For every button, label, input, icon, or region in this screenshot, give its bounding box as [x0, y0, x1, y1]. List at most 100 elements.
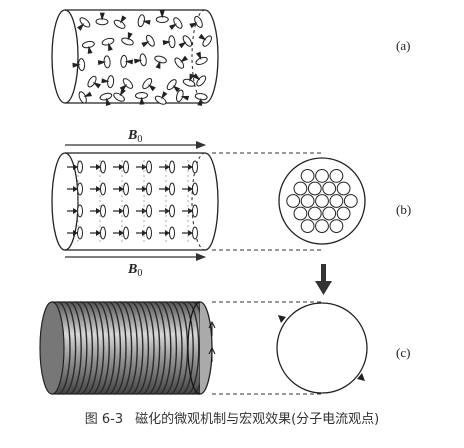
field-label-bottom: B0: [127, 262, 142, 279]
figure-number: 图 6-3: [84, 412, 124, 427]
coil-turn: [102, 301, 116, 395]
molecular-current-loop: [113, 88, 126, 102]
coil-turn: [74, 301, 88, 395]
cross-section-loop: [315, 169, 329, 183]
molecular-current-loop: [155, 10, 169, 24]
cross-section-loop: [336, 206, 351, 221]
molecular-current-loop: [192, 73, 207, 87]
aligned-molecular-current: [159, 226, 175, 240]
aligned-molecular-current: [113, 204, 129, 218]
molecular-current-loop: [178, 35, 193, 49]
molecular-current-loop: [101, 75, 115, 89]
aligned-molecular-current: [159, 160, 175, 174]
aligned-molecular-current: [182, 160, 198, 174]
panel-c-label: (c): [396, 345, 410, 360]
panel-b-cylinder: [51, 152, 219, 251]
field-label-top: B0: [127, 128, 142, 145]
surface-current-loop: [276, 302, 368, 394]
coil-turn: [80, 301, 94, 395]
aligned-molecular-current: [67, 204, 83, 218]
molecular-current-loop: [135, 91, 148, 105]
molecular-current-loop: [198, 33, 212, 47]
coil-turn: [136, 301, 150, 395]
molecular-current-loop: [166, 79, 181, 93]
aligned-molecular-current: [113, 226, 129, 240]
molecular-current-loop: [87, 75, 101, 89]
aligned-molecular-current: [136, 182, 152, 196]
molecular-current-loop: [162, 35, 176, 49]
molecular-current-loop: [174, 55, 188, 69]
projection-lines-c: [212, 301, 322, 395]
projection-lines-b: [212, 152, 322, 251]
coil-turn: [164, 301, 178, 395]
coil-turn: [158, 301, 172, 395]
coil-turn: [147, 301, 161, 395]
panel-b-label: (b): [396, 202, 411, 217]
coil-turn: [69, 301, 82, 395]
molecular-current-loop: [81, 40, 95, 54]
molecular-current-loop: [195, 51, 208, 65]
coil-turn: [63, 301, 77, 395]
coil-turn: [57, 301, 71, 395]
aligned-molecular-current: [136, 226, 152, 240]
aligned-molecular-current: [90, 226, 106, 240]
molecular-current-loop: [97, 55, 111, 69]
aligned-molecular-current: [90, 204, 106, 218]
figure-caption: 图 6-3 磁化的微观机制与宏观效果(分子电流观点): [0, 408, 464, 427]
molecular-current-loop: [72, 58, 86, 72]
aligned-molecular-current: [67, 160, 83, 174]
panel-c-coil-end: [187, 301, 216, 395]
coil-turn: [186, 301, 200, 395]
aligned-molecular-current: [159, 204, 175, 218]
cross-section-loop: [307, 181, 322, 196]
molecular-current-loop: [154, 55, 167, 69]
cross-section-loop: [315, 219, 329, 234]
coil-turn: [97, 301, 110, 395]
cross-section-loop: [329, 169, 344, 183]
molecular-current-loop: [99, 92, 113, 106]
cross-section-loop: [329, 194, 344, 208]
molecular-current-loop: [113, 15, 127, 29]
aligned-molecular-currents: [67, 160, 198, 244]
molecular-current-loop: [137, 14, 151, 28]
cross-section-loop: [286, 194, 301, 208]
coil-turn: [141, 301, 155, 395]
molecular-current-loop: [77, 17, 91, 31]
cross-section-loop: [315, 194, 329, 208]
aligned-molecular-current: [90, 182, 106, 196]
cross-section-loop: [322, 181, 337, 196]
molecular-current-loop: [168, 17, 183, 30]
coil-turn: [153, 301, 166, 395]
molecular-current-loop: [175, 89, 190, 103]
cross-section-loop: [343, 194, 358, 208]
aligned-molecular-current: [136, 204, 152, 218]
molecular-current-loop: [78, 91, 92, 104]
panel-a-cylinder: [51, 9, 219, 104]
molecular-current-loop: [189, 15, 203, 29]
coil-turn: [181, 301, 194, 395]
molecular-current-loop: [141, 34, 155, 48]
molecular-current-loop: [154, 91, 168, 105]
molecular-current-loop: [142, 78, 156, 92]
aligned-molecular-current: [113, 182, 129, 196]
aligned-molecular-current: [67, 182, 83, 196]
panel-a-label: (a): [396, 38, 410, 53]
molecular-current-loop: [121, 32, 134, 46]
molecular-current-loop: [95, 12, 109, 26]
cross-section-loop: [300, 194, 315, 208]
caption-text: 磁化的微观机制与宏观效果(分子电流观点): [135, 412, 380, 427]
cross-section-molecular-currents: [286, 169, 358, 234]
cross-section-loop: [322, 206, 337, 221]
molecular-current-loop: [182, 73, 196, 87]
aligned-molecular-current: [182, 204, 198, 218]
cross-section-loop: [293, 206, 308, 221]
cross-section-loop: [293, 181, 308, 196]
coil-turn: [85, 301, 99, 395]
coil-turn: [113, 301, 127, 395]
molecular-current-loop: [133, 53, 147, 67]
aligned-molecular-current: [67, 226, 83, 240]
cross-section-loop: [307, 206, 322, 221]
coil-turn: [108, 301, 122, 395]
molecular-current-loop: [194, 92, 208, 106]
